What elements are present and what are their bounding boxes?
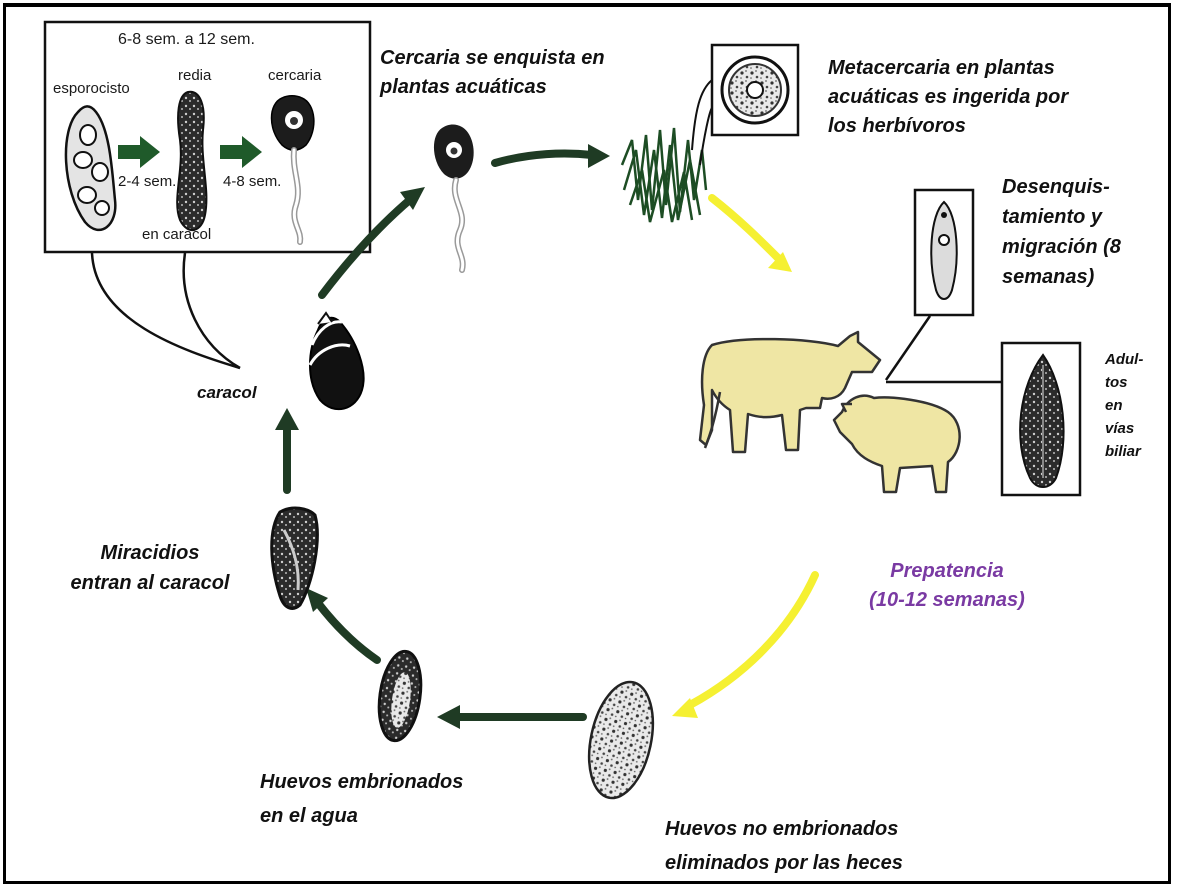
label-metacercaria-line: los herbívoros xyxy=(828,112,1123,141)
label-miracidios-line: Miracidios xyxy=(50,538,250,568)
label-desenquistamiento-line: migración (8 xyxy=(1002,232,1147,262)
inset-duration-text: 6-8 sem. a 12 sem. xyxy=(118,31,255,49)
label-caracol: caracol xyxy=(197,378,257,407)
label-adultos-line: vías xyxy=(1105,417,1143,440)
sheep-icon xyxy=(834,396,960,492)
metacercaria-cyst-icon xyxy=(712,45,798,135)
label-adultos: Adul- tos en vías biliar xyxy=(1105,348,1143,463)
label-metacercaria-line: acuáticas es ingerida por xyxy=(828,83,1123,112)
cycle-arrow-cercaria-to-plant xyxy=(495,154,592,163)
inset-interval-1: 2-4 sem. xyxy=(118,173,176,190)
label-huevos-agua-line: Huevos embrionados xyxy=(260,765,508,799)
inset-stage-cercaria: cercaria xyxy=(268,67,321,84)
inset-location: en caracol xyxy=(142,226,211,243)
inset-stage-sporocyst: esporocisto xyxy=(53,80,130,97)
label-desenquistamiento-line: tamiento y xyxy=(1002,202,1147,232)
inset-interval-2: 4-8 sem. xyxy=(223,173,281,190)
adult-fluke-icon xyxy=(1002,343,1080,495)
label-adultos-line: Adul- xyxy=(1105,348,1143,371)
label-adultos-line: biliar xyxy=(1105,440,1143,463)
label-adultos-line: tos xyxy=(1105,371,1143,394)
label-miracidios: Miracidios entran al caracol xyxy=(50,538,250,598)
cercaria-icon xyxy=(434,124,474,270)
label-huevos-heces-line: eliminados por las heces xyxy=(665,846,990,880)
snail-icon xyxy=(310,313,364,409)
unembryonated-egg-icon xyxy=(579,676,662,804)
label-miracidios-line: entran al caracol xyxy=(50,568,250,598)
metacercaria-connector-line xyxy=(700,108,712,165)
juvenile-connector-line xyxy=(886,316,930,380)
label-prepatencia-line: Prepatencia xyxy=(862,557,1032,586)
label-prepatencia-line: (10-12 semanas) xyxy=(862,586,1032,615)
label-desenquistamiento: Desenquis- tamiento y migración (8 seman… xyxy=(1002,172,1147,292)
cycle-arrow-water-to-miracidium xyxy=(318,603,377,660)
label-prepatencia: Prepatencia (10-12 semanas) xyxy=(862,557,1032,615)
label-metacercaria: Metacercaria en plantas acuáticas es ing… xyxy=(828,54,1123,141)
redia-icon xyxy=(177,92,206,230)
label-cercaria: Cercaria se enquista en plantas acuática… xyxy=(380,44,650,102)
inset-stage-redia: redia xyxy=(178,67,211,84)
host-arrows xyxy=(672,198,815,718)
label-desenquistamiento-line: Desenquis- xyxy=(1002,172,1147,202)
label-huevos-agua-line: en el agua xyxy=(260,799,508,833)
label-huevos-heces-line: Huevos no embrionados xyxy=(665,812,990,846)
label-desenquistamiento-line: semanas) xyxy=(1002,262,1147,292)
juvenile-fluke-icon xyxy=(915,190,973,315)
embryonated-egg-icon xyxy=(374,649,426,744)
label-huevos-heces: Huevos no embrionados eliminados por las… xyxy=(665,812,990,880)
label-adultos-line: en xyxy=(1105,394,1143,417)
label-huevos-agua: Huevos embrionados en el agua xyxy=(260,765,508,833)
label-metacercaria-line: Metacercaria en plantas xyxy=(828,54,1123,83)
intramolluscan-stages-inset xyxy=(45,22,370,252)
